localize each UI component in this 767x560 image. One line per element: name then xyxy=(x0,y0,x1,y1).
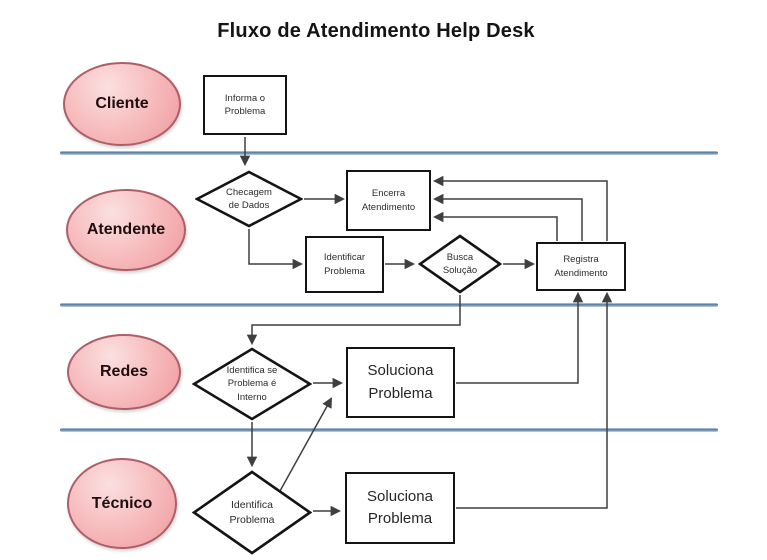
node-informa-o-problema: Informa o Problema xyxy=(203,75,287,135)
node-label: Busca Solução xyxy=(442,251,478,276)
node-label: Registra Atendimento xyxy=(554,254,608,279)
edge-soluciona-tecnico-to-registra xyxy=(456,291,613,509)
decision-identifica-problema: Identifica Problema xyxy=(192,470,312,555)
lane-divider-1 xyxy=(60,151,718,155)
node-encerra-atendimento: Encerra Atendimento xyxy=(346,170,431,231)
node-soluciona-problema-tecnico: Soluciona Problema xyxy=(345,472,455,544)
edge-checagem-to-identificar xyxy=(248,229,304,270)
node-label: Soluciona Problema xyxy=(367,487,433,528)
node-label: Identifica Problema xyxy=(229,498,275,526)
node-soluciona-problema-redes: Soluciona Problema xyxy=(346,347,455,418)
lane-label-atendente: Atendente xyxy=(86,221,166,238)
lane-label-cliente: Cliente xyxy=(95,95,149,112)
lane-ellipse-tecnico: Técnico xyxy=(67,458,177,549)
decision-busca-solucao: Busca Solução xyxy=(418,234,502,294)
node-registra-atendimento: Registra Atendimento xyxy=(536,242,626,291)
lane-label-tecnico: Técnico xyxy=(91,494,153,512)
decision-checagem-de-dados: Checagem de Dados xyxy=(195,170,303,228)
diamond-shape xyxy=(418,234,502,294)
node-label: Identificar Problema xyxy=(323,252,366,277)
node-identificar-problema: Identificar Problema xyxy=(305,236,384,293)
lane-ellipse-redes: Redes xyxy=(67,334,181,410)
node-label: Informa o Problema xyxy=(224,92,266,117)
lane-ellipse-atendente: Atendente xyxy=(66,189,186,271)
lane-label-redes: Redes xyxy=(99,363,149,380)
diamond-shape xyxy=(195,170,303,228)
lane-ellipse-cliente: Cliente xyxy=(63,62,181,146)
edge-soluciona-redes-to-registra xyxy=(456,291,584,384)
decision-identifica-se-problema-e-interno: Identifica se Problema é Interno xyxy=(192,347,312,421)
page-title: Fluxo de Atendimento Help Desk xyxy=(217,20,535,42)
node-label: Checagem de Dados xyxy=(226,186,272,211)
lane-divider-3 xyxy=(60,428,718,432)
node-label: Identifica se Problema é Interno xyxy=(226,365,278,403)
node-label: Soluciona Problema xyxy=(367,362,434,402)
node-label: Encerra Atendimento xyxy=(361,188,416,213)
diamond-shape xyxy=(192,470,312,555)
edge-registra-to-encerra-3 xyxy=(432,175,608,241)
lane-divider-2 xyxy=(60,303,718,307)
